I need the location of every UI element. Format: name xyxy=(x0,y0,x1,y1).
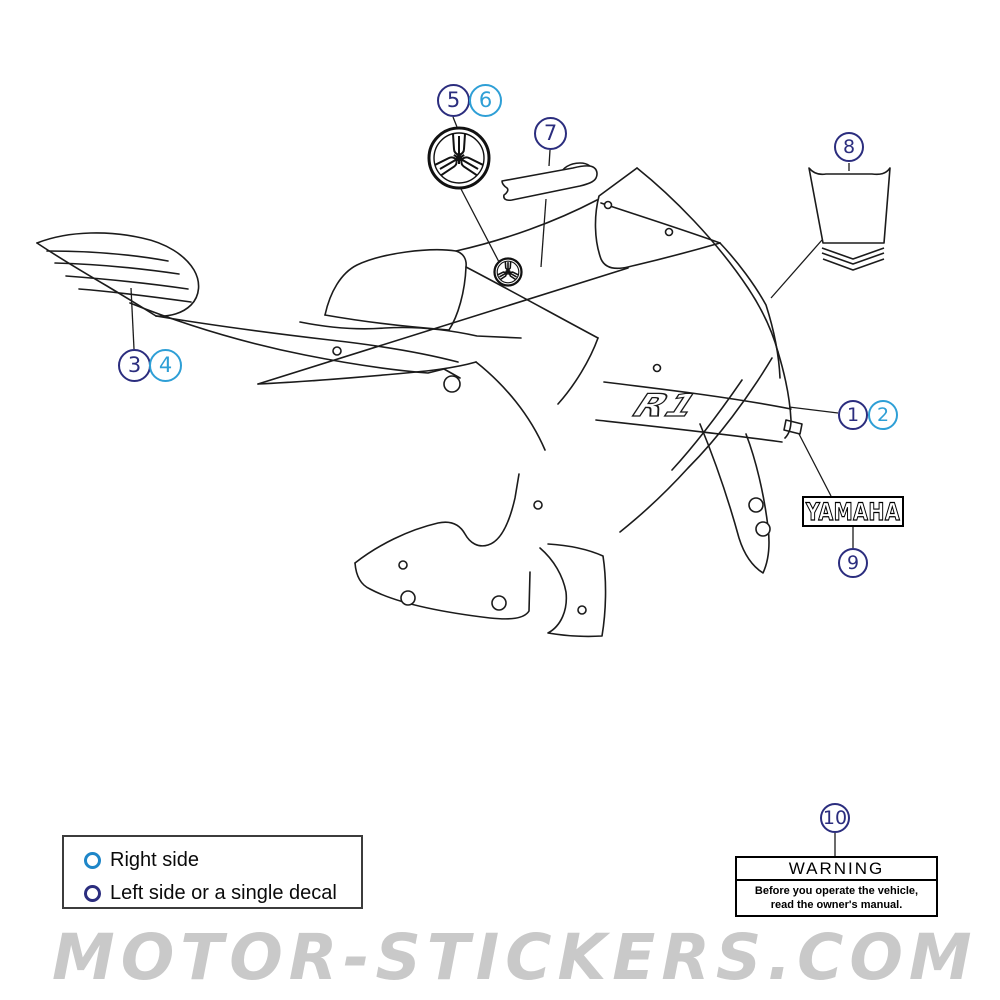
legend-label-left-side: Left side or a single decal xyxy=(110,881,337,904)
callout-3: 3 xyxy=(118,349,151,382)
site-watermark: MOTOR-STICKERS.COM xyxy=(52,921,978,994)
callout-2-number: 2 xyxy=(876,404,890,426)
yamaha-logo-text: YAMAHA xyxy=(805,499,900,527)
tank-emblem xyxy=(493,257,523,287)
yamaha-emblem-decal xyxy=(427,126,491,190)
callout-1-number: 1 xyxy=(846,404,860,426)
left-side-marker-icon xyxy=(84,884,101,902)
callout-6-number: 6 xyxy=(478,88,493,112)
callout-5: 5 xyxy=(437,84,470,117)
callout-3-number: 3 xyxy=(127,353,142,377)
tail-stripe-decal xyxy=(54,262,180,275)
callout-10: 10 xyxy=(820,803,850,833)
callout-7: 7 xyxy=(534,117,567,150)
windscreen-decal xyxy=(808,167,891,271)
warning-body-line2: read the owner's manual. xyxy=(770,899,903,911)
r1-logo-text: R1 xyxy=(624,387,707,423)
callout-4-number: 4 xyxy=(158,353,173,377)
windscreen-cowl xyxy=(594,167,781,379)
callout-7-number: 7 xyxy=(543,121,558,145)
callout-8-number: 8 xyxy=(842,136,856,158)
warning-label-decal: WARNING Before you operate the vehicle, … xyxy=(735,856,938,917)
warning-body-line1: Before you operate the vehicle, xyxy=(754,885,919,897)
bolt-holes xyxy=(332,200,771,615)
tail-stripe-decal xyxy=(46,250,169,262)
r1-side-panel xyxy=(595,381,792,443)
leader-lines xyxy=(130,116,854,856)
tail-stripe-decal xyxy=(78,288,192,303)
callout-4: 4 xyxy=(149,349,182,382)
lower-fairing-edge xyxy=(557,337,599,405)
mid-side-panel xyxy=(257,267,629,385)
front-fork-panel xyxy=(699,423,770,574)
callout-8: 8 xyxy=(834,132,864,162)
lower-fairing-edge xyxy=(475,361,546,451)
tail-cowl xyxy=(36,232,200,317)
callout-10-number: 10 xyxy=(822,807,848,829)
tail-stripe-decal xyxy=(65,275,189,290)
callout-9: 9 xyxy=(838,548,868,578)
callout-9-number: 9 xyxy=(846,552,860,574)
seat-side-panel xyxy=(129,302,461,379)
legend-row-right-side: Right side xyxy=(84,847,361,873)
trim-strip-decal xyxy=(501,165,598,202)
right-side-marker-icon xyxy=(84,851,101,869)
belly-pan xyxy=(354,473,607,638)
yamaha-logo-plate: YAMAHA xyxy=(802,496,904,527)
warning-title: WARNING xyxy=(737,858,936,881)
fairing-rear-edge xyxy=(619,357,773,533)
callout-6: 6 xyxy=(469,84,502,117)
front-nose xyxy=(777,351,803,439)
legend-row-left-side: Left side or a single decal xyxy=(84,880,361,906)
warning-body: Before you operate the vehicle, read the… xyxy=(737,881,936,912)
fuel-tank xyxy=(324,199,599,339)
legend-label-right-side: Right side xyxy=(110,848,199,871)
callout-1: 1 xyxy=(838,400,868,430)
legend: Right side Left side or a single decal xyxy=(62,835,363,909)
callout-5-number: 5 xyxy=(446,88,461,112)
callout-2: 2 xyxy=(868,400,898,430)
